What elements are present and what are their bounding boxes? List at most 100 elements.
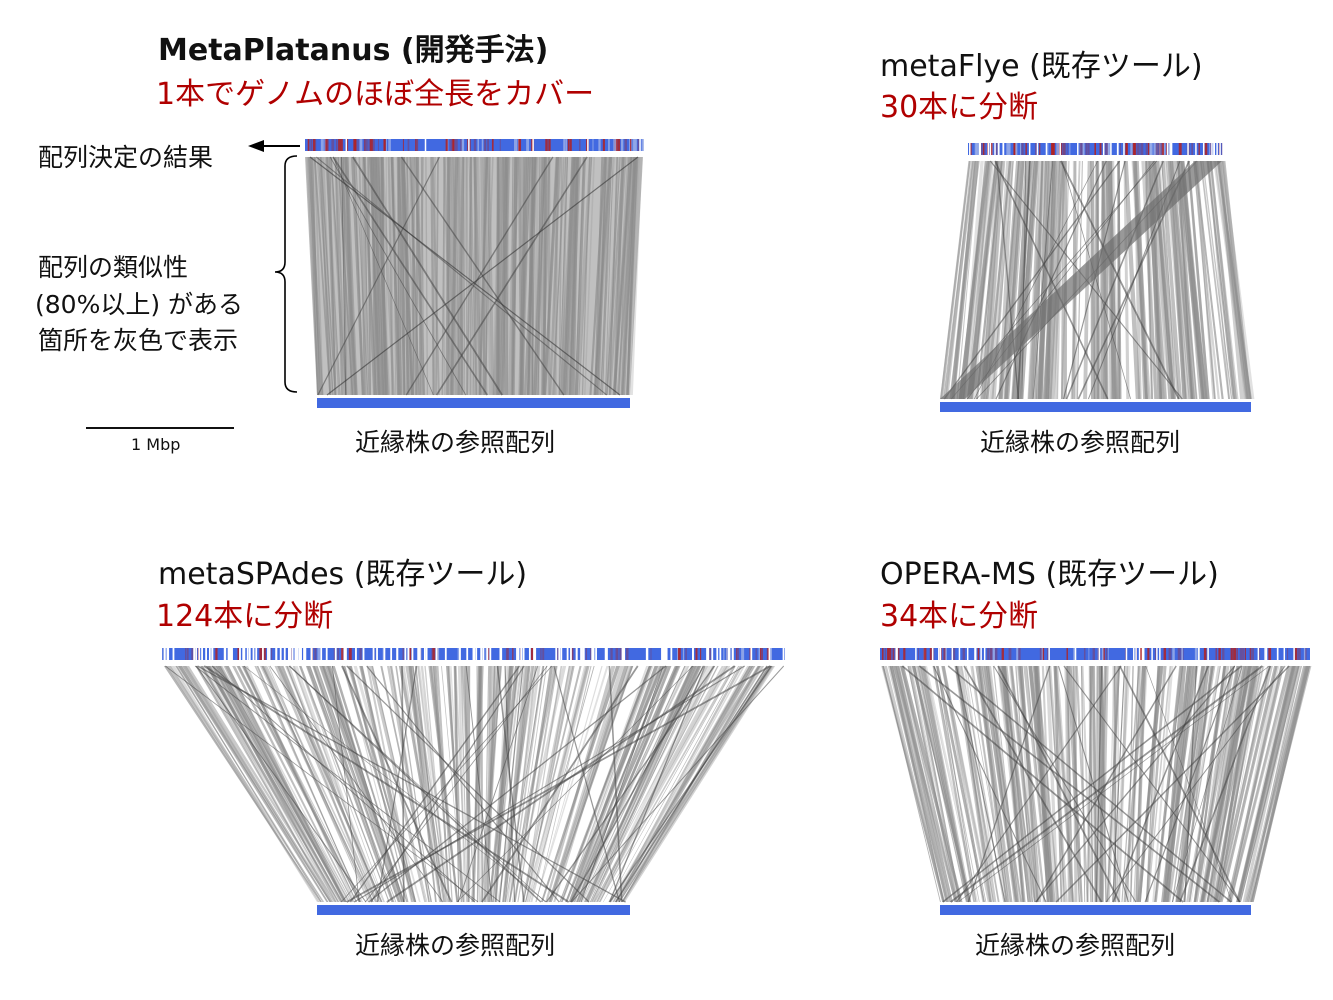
contig-boundary (242, 648, 245, 660)
contig-boundary (566, 648, 569, 660)
panel-result-metaspades: 124本に分断 (156, 599, 334, 634)
contig-boundary (372, 648, 375, 660)
reference-bar-metaflye (940, 402, 1251, 412)
contig-mismatch-mark (162, 648, 165, 660)
contig-mismatch-mark (1125, 143, 1128, 155)
contig-boundary (665, 648, 668, 660)
alignment-ribbon (332, 666, 408, 902)
alignment-ribbon (274, 666, 378, 902)
rearranged-alignment (1032, 160, 1054, 400)
contig-mismatch-mark (382, 648, 385, 660)
panel-result-metaplatanus: 1本でゲノムのほぼ全長をカバー (156, 77, 595, 112)
cross-alignment (309, 156, 621, 396)
contig-mismatch-mark (466, 139, 468, 151)
contig-boundary (473, 648, 476, 660)
alignment-ribbon (1248, 666, 1302, 902)
contig-mismatch-mark (608, 139, 610, 151)
contig-boundary (750, 648, 753, 660)
alignment-ribbon (181, 666, 328, 902)
contig-mismatch-mark (1268, 648, 1272, 660)
contig-mismatch-mark (619, 648, 623, 660)
rearranged-alignment (553, 665, 621, 903)
alignment-ribbon (981, 161, 1003, 399)
alignment-ribbon (1135, 666, 1145, 902)
contig-boundary (1277, 648, 1279, 660)
contig-mismatch-mark (1232, 648, 1234, 660)
contig-boundary (532, 139, 534, 151)
contig-mismatch-mark (191, 648, 195, 660)
contig-boundary (486, 648, 489, 660)
alignment-ribbon (395, 666, 432, 902)
alignment-ribbon (236, 666, 361, 902)
contig-mismatch-mark (995, 143, 999, 155)
contig-mismatch-mark (1140, 143, 1144, 155)
contig-boundary (1166, 143, 1169, 155)
contig-mismatch-mark (369, 139, 373, 151)
contig-boundary (997, 143, 1000, 155)
alignment-ribbon (955, 666, 995, 902)
contig-mismatch-mark (215, 648, 218, 660)
contig-mismatch-mark (454, 139, 458, 151)
alignment-ribbon (1217, 666, 1273, 902)
rearranged-alignment (943, 160, 1121, 400)
contig-mismatch-mark (505, 648, 509, 660)
contig-mismatch-mark (518, 139, 522, 151)
alignment-ribbon (342, 666, 415, 902)
contig-separator-operams (880, 660, 1310, 663)
alignment-ribbon (617, 666, 756, 902)
alignment-ribbon (535, 666, 603, 902)
alignment-ribbon (1218, 161, 1250, 399)
contig-boundary (304, 648, 307, 660)
alignment-ribbon (1147, 666, 1172, 902)
alignment-ribbon (1064, 666, 1071, 902)
alignment-ribbon (1175, 161, 1197, 399)
contig-boundary (989, 143, 992, 155)
alignment-ribbon (195, 666, 341, 902)
contig-boundary (1187, 143, 1189, 155)
contig-boundary (1195, 143, 1197, 155)
alignment-ribbon (1201, 161, 1232, 399)
contig-mismatch-mark (676, 648, 679, 660)
alignment-ribbon (621, 666, 774, 902)
alignment-ribbon (1161, 161, 1177, 399)
rearranged-alignment (331, 665, 360, 903)
contig-boundary (1151, 648, 1153, 660)
alignment-ribbon (1177, 161, 1193, 399)
alignment-ribbon (1245, 666, 1303, 902)
contig-mismatch-mark (1191, 143, 1194, 155)
alignment-ribbon (1209, 161, 1237, 399)
alignment-ribbon (1156, 161, 1180, 399)
contig-mismatch-mark (431, 648, 433, 660)
contig-mismatch-mark (473, 139, 477, 151)
contig-mismatch-mark (436, 648, 440, 660)
alignment-ribbon (949, 161, 980, 399)
inverted-block-ribbon (940, 161, 1222, 399)
alignment-ribbon (205, 666, 343, 902)
alignment-ribbon (586, 666, 695, 902)
rearranged-alignment (405, 156, 554, 396)
contig-mismatch-mark (526, 139, 530, 151)
alignment-ribbon (1251, 666, 1309, 902)
alignment-ribbon (1207, 161, 1239, 399)
contig-boundary (1202, 143, 1205, 155)
alignment-ribbon (487, 666, 497, 902)
contig-mismatch-mark (944, 648, 947, 660)
contig-boundary (782, 648, 785, 660)
contig-mismatch-mark (270, 648, 273, 660)
contig-boundary (560, 648, 563, 660)
alignment-ribbon (1202, 666, 1250, 902)
alignment-ribbon (182, 666, 332, 902)
contig-mismatch-mark (1204, 143, 1208, 155)
contig-boundary (208, 648, 211, 660)
contig-boundary (283, 648, 286, 660)
contig-mismatch-mark (1230, 648, 1234, 660)
contig-mismatch-mark (650, 648, 652, 660)
contig-boundary (1028, 143, 1031, 155)
alignment-ribbon (972, 666, 1006, 902)
alignment-ribbon (457, 666, 466, 902)
contig-mismatch-mark (1149, 143, 1152, 155)
contig-boundary (591, 648, 594, 660)
contig-mismatch-mark (1066, 143, 1068, 155)
alignment-ribbon (1152, 161, 1175, 399)
contig-boundary (661, 648, 663, 660)
